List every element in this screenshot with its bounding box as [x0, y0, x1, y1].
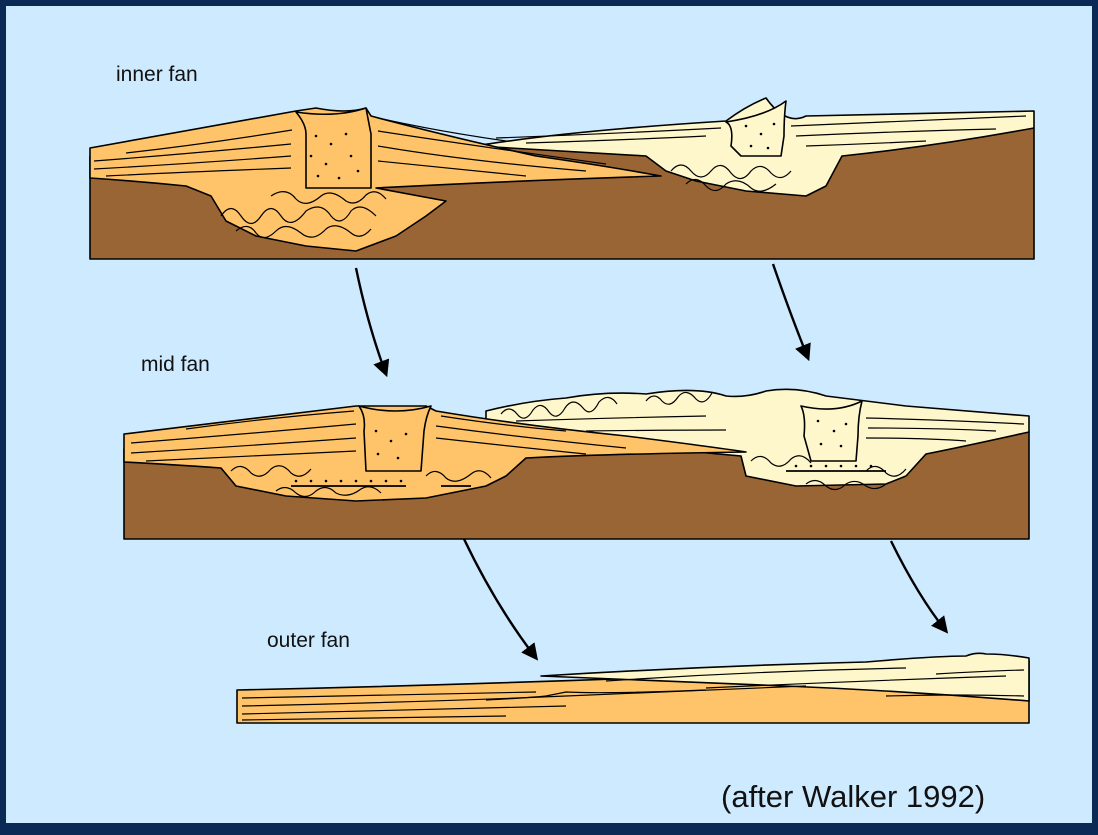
arrow-inner-to-mid-right: [773, 264, 808, 358]
label-outer-fan: outer fan: [267, 630, 350, 651]
inner-channel-left: [296, 108, 371, 188]
mid-channel-right: [801, 401, 862, 461]
label-mid-fan: mid fan: [141, 354, 210, 375]
inner-fan-panel: [90, 98, 1034, 259]
arrow-mid-to-outer-right: [891, 541, 946, 631]
fan-diagram: [6, 6, 1098, 835]
citation-credit: (after Walker 1992): [721, 781, 985, 812]
arrow-mid-to-outer-left: [464, 539, 536, 658]
mid-fan-panel: [124, 389, 1029, 539]
outer-fan-panel: [237, 653, 1029, 723]
arrow-inner-to-mid-left: [356, 268, 386, 374]
label-inner-fan: inner fan: [116, 64, 198, 85]
mid-channel-left: [359, 406, 431, 471]
